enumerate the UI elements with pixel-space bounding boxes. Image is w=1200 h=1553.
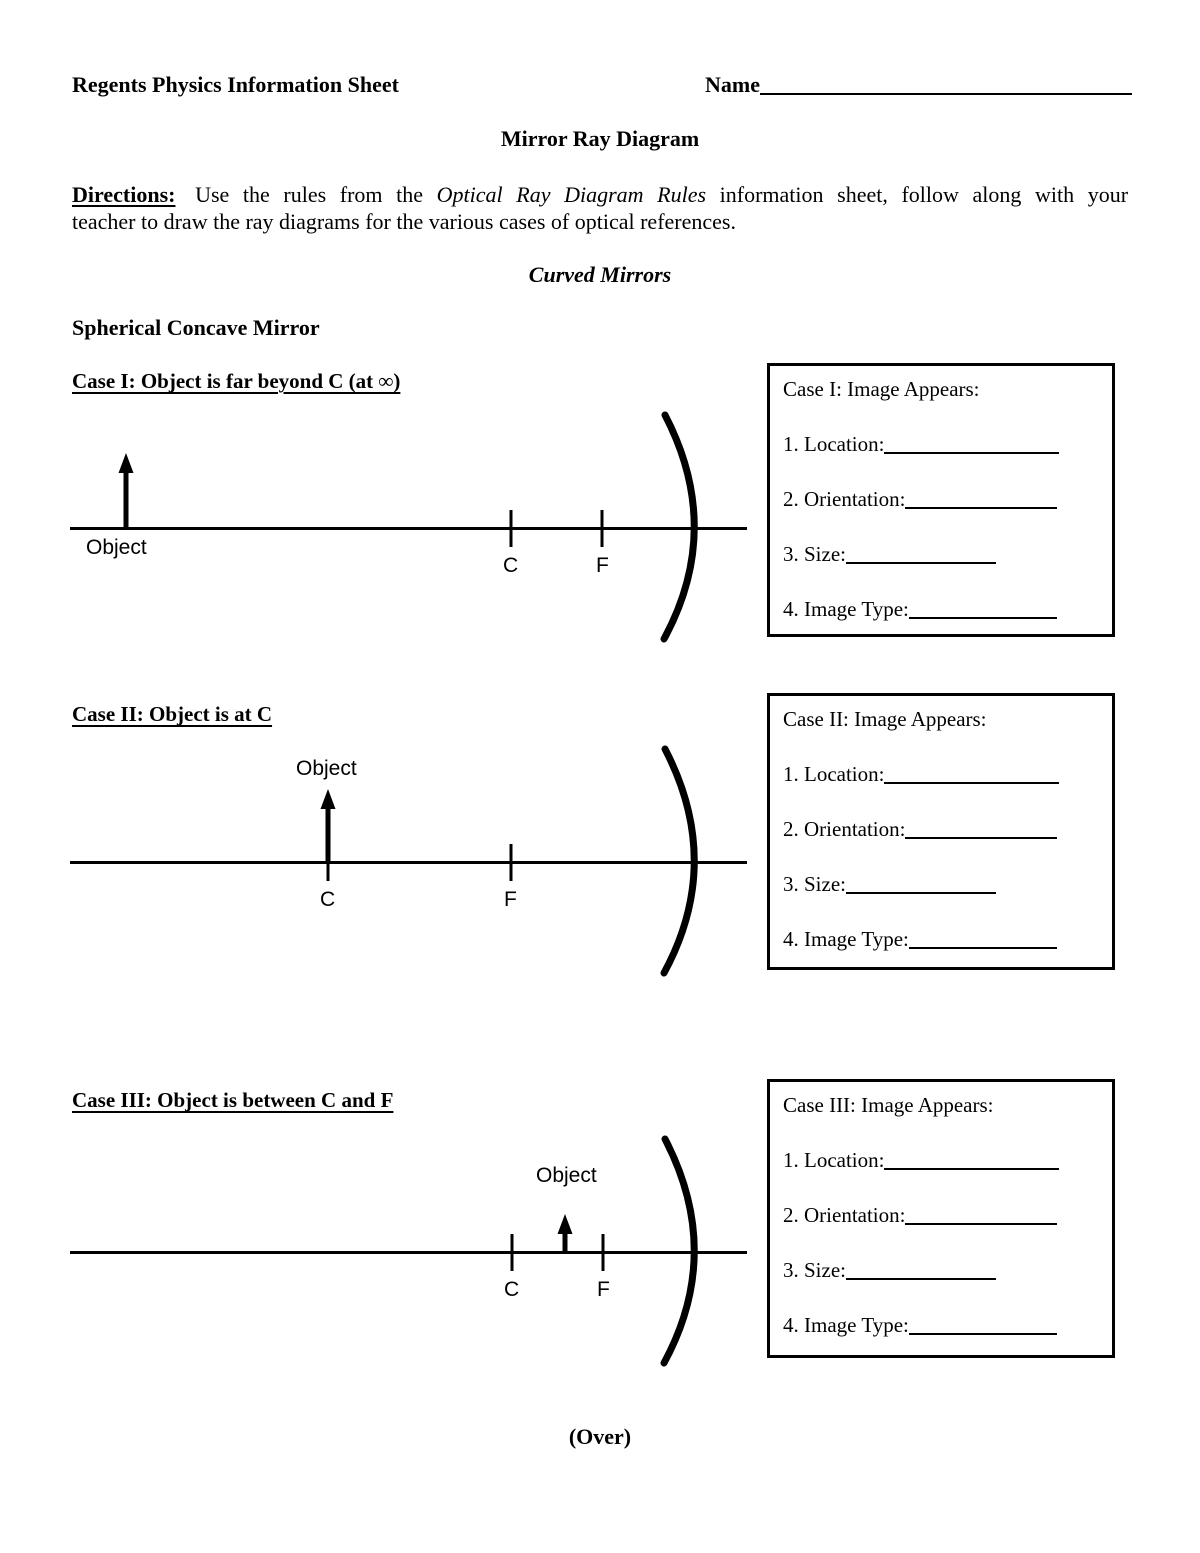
field-location: 1. Location: [783, 761, 1102, 787]
field-size-label: 3. Size: [783, 542, 846, 566]
object-arrow-head [557, 1214, 573, 1234]
case-1-answer-box: Case I: Image Appears: 1. Location: 2. O… [767, 363, 1115, 637]
object-arrow-head [320, 789, 336, 809]
field-orientation: 2. Orientation: [783, 1202, 1102, 1228]
subtitle-curved-mirrors: Curved Mirrors [528, 262, 672, 287]
blank-line [908, 946, 1057, 949]
field-image-type: 4. Image Type: [783, 926, 1102, 952]
blank-line [908, 616, 1057, 619]
field-orientation-label: 2. Orientation: [783, 817, 906, 841]
field-location: 1. Location: [783, 1147, 1102, 1173]
mirror-arc [660, 745, 698, 977]
directions: Directions: Use the rules from the Optic… [72, 181, 1128, 235]
name-blank-line [759, 92, 1132, 95]
c-label: C [320, 888, 336, 911]
blank-line [905, 836, 1058, 839]
case-2-diagram [70, 745, 747, 977]
field-image-type-label: 4. Image Type: [783, 927, 909, 951]
answer-box-title: Case III: Image Appears: [783, 1093, 994, 1117]
blank-line [884, 1167, 1060, 1170]
f-label: F [597, 1278, 610, 1301]
object-arrow-head [118, 453, 134, 473]
case-1-diagram [70, 411, 747, 643]
f-label: F [504, 888, 517, 911]
field-location: 1. Location: [783, 431, 1102, 457]
object-label: Object [536, 1164, 597, 1187]
name-row: Name [705, 72, 1132, 98]
directions-line-1: Directions: Use the rules from the Optic… [72, 181, 1128, 208]
object-label: Object [296, 757, 357, 780]
mirror-arc [660, 411, 698, 643]
field-image-type: 4. Image Type: [783, 1312, 1102, 1338]
answer-box-title: Case I: Image Appears: [783, 377, 980, 401]
blank-line [905, 506, 1058, 509]
field-orientation: 2. Orientation: [783, 486, 1102, 512]
field-size: 3. Size: [783, 541, 1102, 567]
c-label: C [503, 554, 519, 577]
directions-line-2: teacher to draw the ray diagrams for the… [72, 209, 736, 234]
blank-line [846, 561, 996, 564]
field-image-type-label: 4. Image Type: [783, 1313, 909, 1337]
blank-line [905, 1222, 1058, 1225]
directions-italic-title: Optical Ray Diagram Rules [436, 182, 707, 207]
field-location-label: 1. Location: [783, 1148, 885, 1172]
case-3-heading: Case III: Object is between C and F [72, 1088, 394, 1112]
case-3-diagram [70, 1135, 747, 1367]
field-image-type: 4. Image Type: [783, 596, 1102, 622]
field-image-type-label: 4. Image Type: [783, 597, 909, 621]
header-title: Regents Physics Information Sheet [72, 72, 399, 97]
blank-line [846, 891, 996, 894]
field-orientation-label: 2. Orientation: [783, 1203, 906, 1227]
field-size: 3. Size: [783, 1257, 1102, 1283]
field-location-label: 1. Location: [783, 762, 885, 786]
object-label: Object [86, 536, 147, 559]
directions-text-before: Use the rules from the [195, 182, 424, 207]
c-label: C [504, 1278, 520, 1301]
field-location-label: 1. Location: [783, 432, 885, 456]
page-title: Mirror Ray Diagram [500, 126, 700, 151]
case-2-heading: Case II: Object is at C [72, 702, 273, 726]
case-1-heading: Case I: Object is far beyond C (at ∞) [72, 369, 401, 393]
directions-text-after: information sheet, follow along with you… [719, 182, 1129, 207]
directions-label: Directions: [72, 182, 176, 207]
blank-line [846, 1277, 996, 1280]
case-3-answer-box: Case III: Image Appears: 1. Location: 2.… [767, 1079, 1115, 1358]
field-orientation: 2. Orientation: [783, 816, 1102, 842]
f-label: F [596, 554, 609, 577]
blank-line [884, 781, 1060, 784]
blank-line [884, 451, 1060, 454]
blank-line [908, 1332, 1057, 1335]
field-size-label: 3. Size: [783, 872, 846, 896]
field-orientation-label: 2. Orientation: [783, 487, 906, 511]
answer-box-title: Case II: Image Appears: [783, 707, 987, 731]
over-label: (Over) [568, 1424, 632, 1449]
case-2-answer-box: Case II: Image Appears: 1. Location: 2. … [767, 693, 1115, 970]
mirror-arc [660, 1135, 698, 1367]
field-size-label: 3. Size: [783, 1258, 846, 1282]
field-size: 3. Size: [783, 871, 1102, 897]
section-heading-spherical-concave: Spherical Concave Mirror [72, 315, 320, 340]
name-label: Name [705, 72, 760, 97]
